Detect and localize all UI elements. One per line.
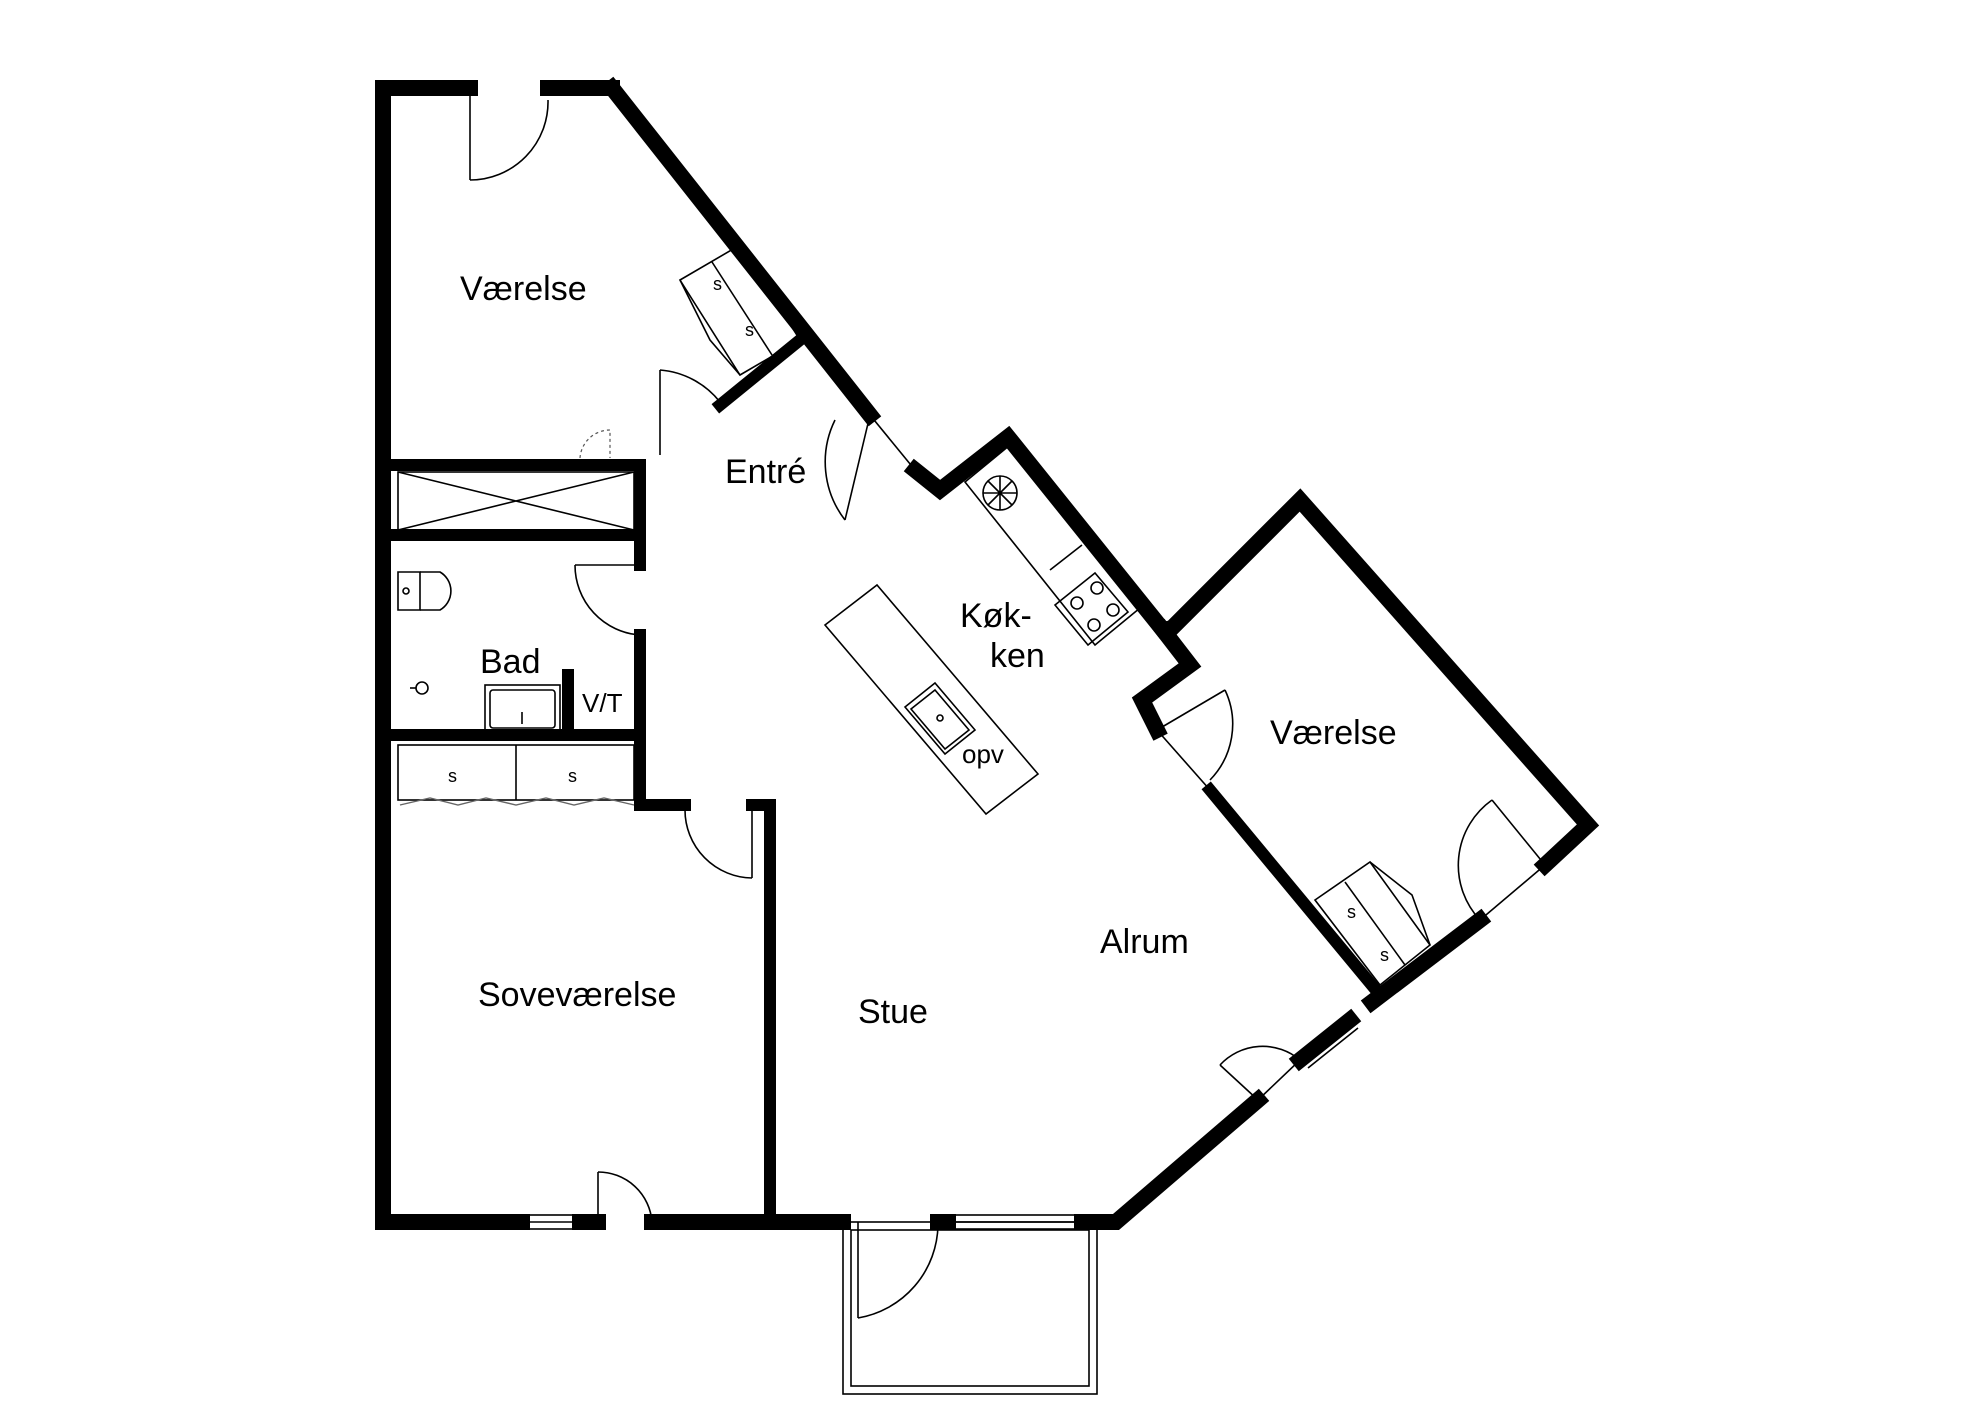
window-alrum xyxy=(1299,1014,1359,1069)
kitchen-side-wall xyxy=(1131,618,1202,741)
shower-icon xyxy=(415,681,429,695)
right-lower-wall-2 xyxy=(1288,1008,1362,1072)
bath-fixtures xyxy=(397,564,641,734)
label-opv: opv xyxy=(962,739,1004,769)
door-alrum xyxy=(1219,1045,1301,1101)
diagonal-upper-wall xyxy=(600,76,882,427)
label-sovevaerelse: Soveværelse xyxy=(478,976,676,1014)
closet-top-room: s s xyxy=(678,243,802,377)
closet-right-label-2: s xyxy=(1380,945,1389,965)
door-right-room xyxy=(1156,689,1234,791)
island-sink-icon xyxy=(903,681,977,756)
window-bedroom xyxy=(521,1214,581,1230)
closet-hall xyxy=(397,471,635,531)
label-entre: Entré xyxy=(725,453,806,491)
wall-right-room-inner xyxy=(1201,781,1389,1004)
interior-walls xyxy=(386,331,1389,1221)
door-bedroom xyxy=(684,809,753,879)
label-kokken-1: Køk- xyxy=(960,597,1032,635)
label-vaerelse-top: Værelse xyxy=(460,270,587,308)
closet-right-label-1: s xyxy=(1347,902,1356,922)
door-bedroom-bottom xyxy=(597,1171,653,1223)
wardrobe-bedroom: s s xyxy=(397,744,635,806)
kitchen-island xyxy=(823,583,1040,816)
label-vaerelse-right: Værelse xyxy=(1270,714,1397,752)
closet-right-room: s s xyxy=(1313,860,1432,987)
door-main-entrance xyxy=(824,414,916,521)
label-alrum: Alrum xyxy=(1100,923,1189,961)
wardrobe-label-1: s xyxy=(448,766,457,786)
closet-label-2: s xyxy=(745,320,754,340)
right-lower-wall xyxy=(1360,908,1492,1014)
hob-icon xyxy=(1053,571,1130,647)
label-bad: Bad xyxy=(480,643,541,681)
door-right-room-outer xyxy=(1457,799,1546,921)
closet-label-1: s xyxy=(713,274,722,294)
kitchen-counter xyxy=(963,443,1142,647)
outer-walls xyxy=(375,76,1600,1230)
wall-top-room-closet xyxy=(711,331,809,414)
diagonal-bottom-wall xyxy=(1074,1088,1270,1230)
vt-label: V/T xyxy=(582,688,623,718)
door-entre-top-room xyxy=(579,369,721,459)
wardrobe-label-2: s xyxy=(568,766,577,786)
door-top-room xyxy=(469,88,549,181)
label-kokken-2: ken xyxy=(990,637,1045,675)
balcony xyxy=(842,1221,1098,1395)
bath-sink-icon xyxy=(484,684,561,734)
window-stue xyxy=(947,1214,1083,1230)
label-stue: Stue xyxy=(858,993,928,1031)
